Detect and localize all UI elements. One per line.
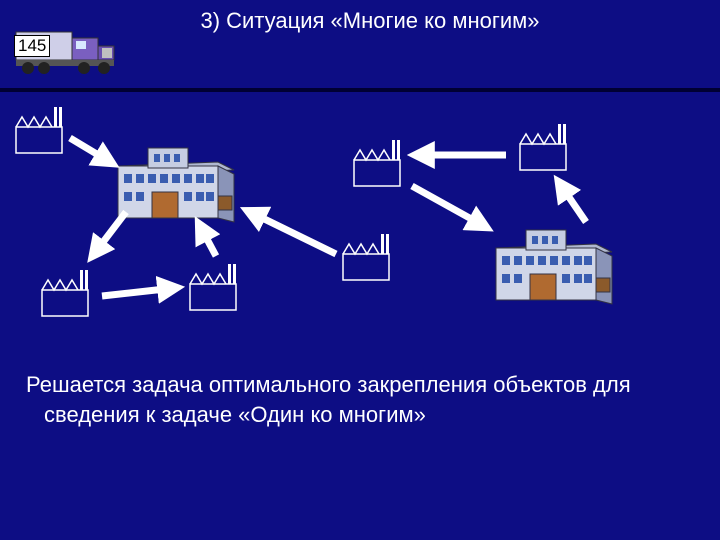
- arrow-icon: [239, 206, 338, 258]
- arrow-icon: [101, 275, 186, 304]
- many-to-many-diagram: [15, 106, 613, 317]
- factory-icon: [342, 233, 390, 281]
- arrow-icon: [87, 209, 129, 263]
- title-divider: [0, 88, 720, 92]
- truck-icon: [15, 31, 115, 74]
- arrow-icon: [68, 134, 120, 168]
- factory-icon: [189, 263, 237, 311]
- slide-number: 145: [14, 35, 51, 57]
- factory-icon: [519, 123, 567, 171]
- factory-icon: [353, 139, 401, 187]
- arrow-icon: [194, 216, 221, 258]
- warehouse-building-icon: [495, 229, 613, 305]
- factory-icon: [15, 106, 63, 154]
- warehouse-building-icon: [117, 147, 235, 223]
- arrow-icon: [553, 174, 589, 224]
- factory-icon: [41, 269, 89, 317]
- arrow-icon: [410, 182, 494, 232]
- slide-body-text: Решается задача оптимального закрепления…: [26, 372, 631, 427]
- slide-title: 3) Ситуация «Многие ко многим»: [200, 8, 540, 33]
